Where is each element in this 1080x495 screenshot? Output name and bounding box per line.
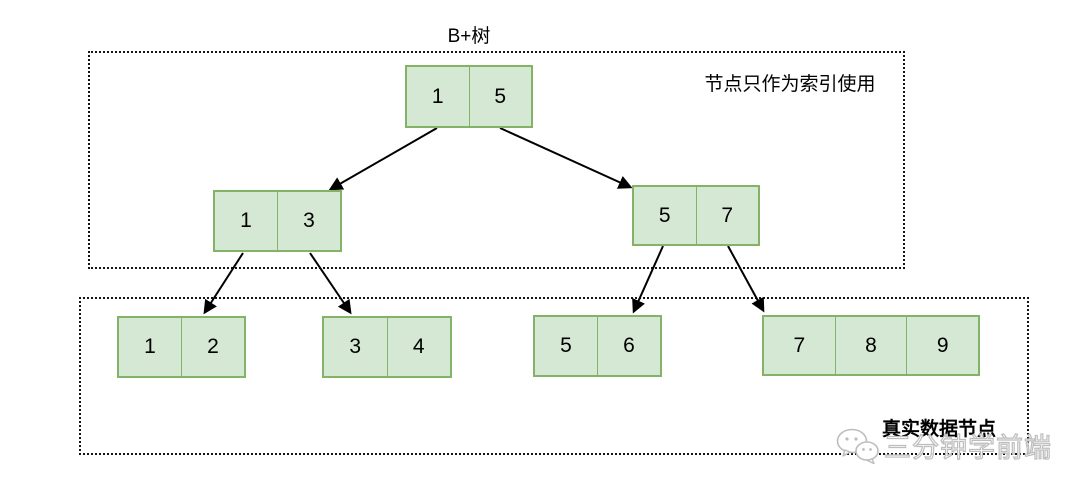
node-cell: 9 xyxy=(906,317,978,374)
node-cell: 5 xyxy=(658,203,671,227)
data-region-label: 真实数据节点 xyxy=(882,419,997,440)
node-cell: 7 xyxy=(695,187,759,244)
node-cell: 5 xyxy=(468,67,532,126)
node-cell: 7 xyxy=(793,333,806,357)
index-region-label: 节点只作为索引使用 xyxy=(704,74,876,95)
watermark: 三分钟学前端 xyxy=(836,426,1052,465)
node-cell: 2 xyxy=(181,318,244,376)
node-cell: 1 xyxy=(240,209,252,232)
node-cell: 1 xyxy=(144,335,156,358)
data-region-box xyxy=(79,297,1029,455)
index-region-box xyxy=(88,51,905,269)
node-cell: 3 xyxy=(277,192,340,250)
node-cell: 8 xyxy=(834,317,907,374)
node-cell: 3 xyxy=(349,335,362,358)
node-cell: 5 xyxy=(560,334,572,357)
node-cell: 1 xyxy=(431,84,444,108)
diagram-title: B+树 xyxy=(447,26,491,47)
node-cell: 6 xyxy=(597,317,660,375)
wechat-icon xyxy=(836,428,879,464)
watermark-text: 三分钟学前端 xyxy=(883,432,1052,463)
node-cell: 4 xyxy=(386,318,451,376)
